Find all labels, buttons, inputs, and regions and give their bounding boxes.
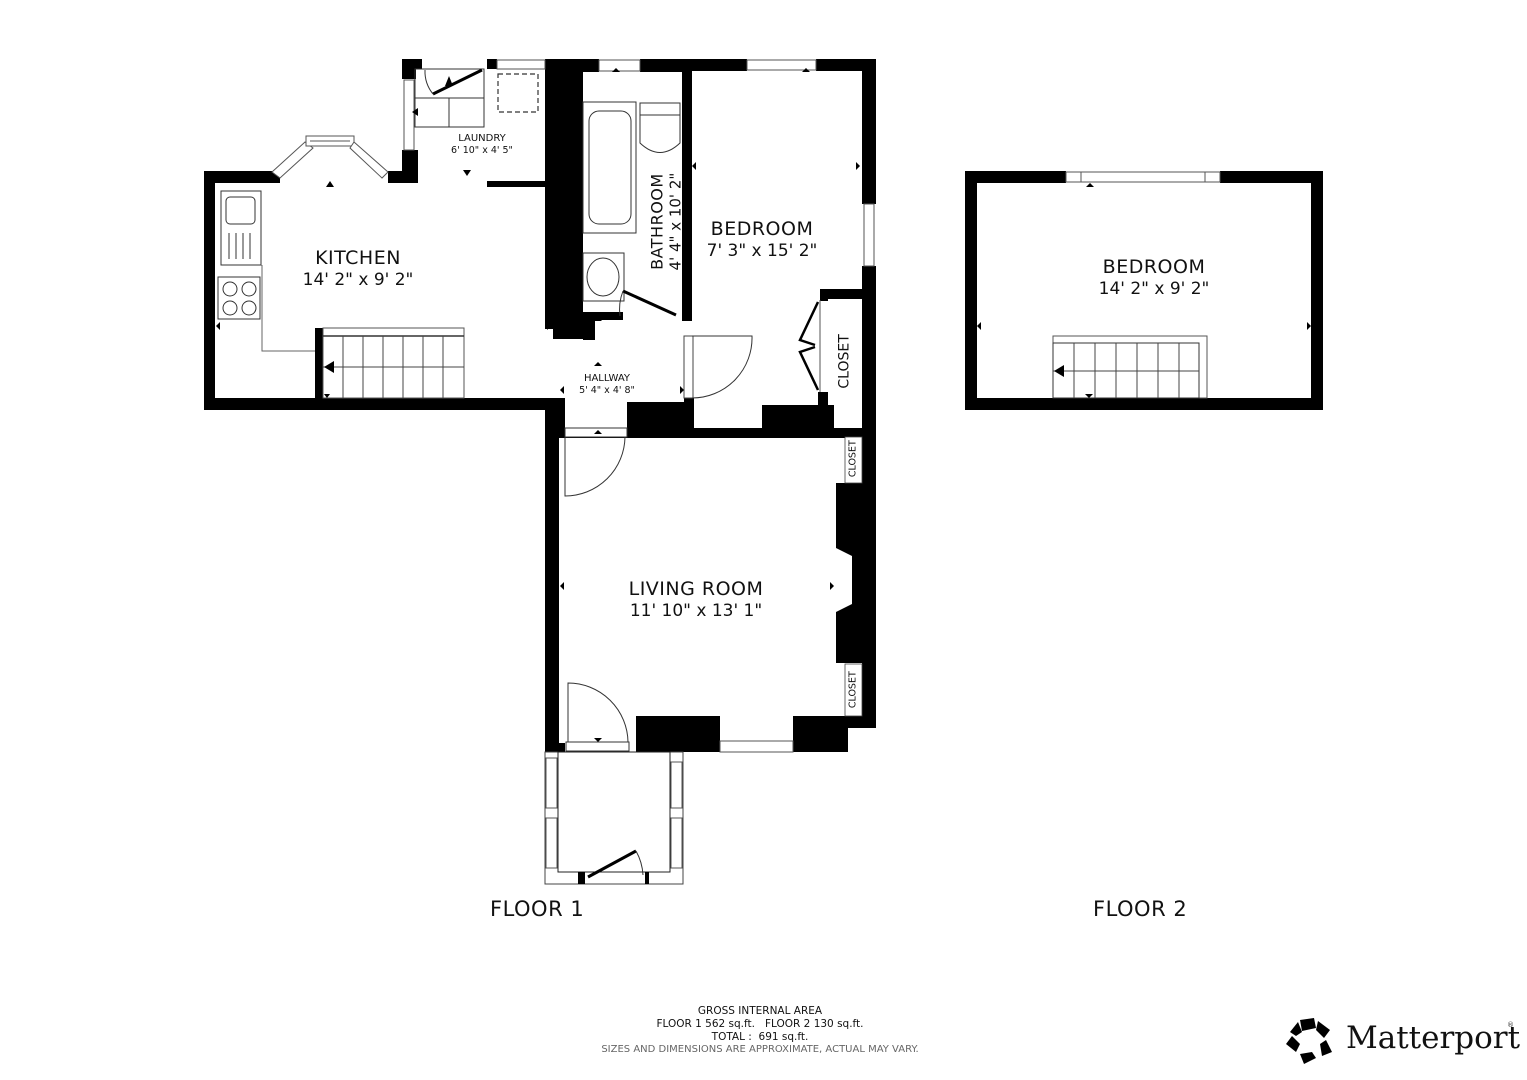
matterport-logo-icon — [1286, 1018, 1332, 1064]
kitchen-sink-icon — [220, 190, 262, 266]
central-wall — [553, 59, 595, 340]
room-dimensions: 14' 2" x 9' 2" — [302, 269, 414, 290]
dimension-markers — [216, 68, 860, 742]
area-title: GROSS INTERNAL AREA — [697, 1005, 823, 1017]
bathroom-label: BATHROOM 4' 4" x 10' 2" — [647, 157, 684, 287]
room-name: BEDROOM — [1102, 256, 1206, 278]
bedroom-2-window — [1065, 171, 1221, 183]
room-dimensions: 14' 2" x 9' 2" — [1098, 278, 1210, 299]
kitchen-label: KITCHEN 14' 2" x 9' 2" — [268, 247, 448, 290]
laundry-label: LAUNDRY 6' 10" x 4' 5" — [432, 133, 532, 156]
room-name: LIVING ROOM — [628, 578, 764, 600]
area-disclaimer: SIZES AND DIMENSIONS ARE APPROXIMATE, AC… — [601, 1044, 919, 1056]
bedroom-2-walls — [965, 171, 1323, 410]
room-dimensions: 11' 10" x 13' 1" — [629, 600, 763, 621]
porch — [544, 751, 684, 885]
living-room-label: LIVING ROOM 11' 10" x 13' 1" — [596, 578, 796, 621]
room-dimensions: 6' 10" x 4' 5" — [451, 145, 513, 156]
living-room-closet-top-label: CLOSET — [847, 440, 859, 478]
area-summary: GROSS INTERNAL AREA FLOOR 1 562 sq.ft. F… — [560, 1005, 960, 1057]
room-dimensions: 7' 3" x 15' 2" — [706, 240, 818, 261]
floor-2-title: FLOOR 2 — [1093, 897, 1188, 921]
kitchen-bay-window — [271, 135, 389, 179]
living-room-closet-top — [844, 436, 863, 484]
bedroom-1-closet — [828, 299, 862, 399]
living-room-closet-bottom — [844, 663, 863, 717]
bedroom-2-markers — [977, 183, 1311, 398]
bedroom-2-label: BEDROOM 14' 2" x 9' 2" — [1074, 256, 1234, 299]
floor-1-title: FLOOR 1 — [490, 897, 585, 921]
area-total: TOTAL : 691 sq.ft. — [711, 1031, 809, 1044]
bedroom-2-stairs-icon — [1052, 335, 1208, 399]
matterport-brand: Matterport ® — [1286, 1018, 1520, 1064]
floor-2-plan — [965, 171, 1323, 410]
room-name: BEDROOM — [710, 218, 814, 240]
room-dimensions: 5' 4" x 4' 8" — [579, 385, 635, 396]
living-room-window — [719, 740, 794, 753]
brand-name: Matterport — [1346, 1020, 1521, 1056]
living-room-door-bottom-icon — [565, 682, 630, 752]
bedroom-1-door-icon — [683, 335, 753, 399]
hallway-walls — [545, 398, 875, 438]
room-name: KITCHEN — [315, 247, 401, 269]
registered-mark: ® — [1507, 1021, 1514, 1029]
room-name: HALLWAY — [583, 373, 631, 384]
laundry-walls — [402, 59, 555, 189]
kitchen-stove-icon — [217, 276, 261, 320]
kitchen-stairs-icon — [315, 327, 465, 400]
laundry-fixtures-icon — [414, 68, 539, 128]
bathroom-fixtures-icon — [582, 101, 681, 317]
bathroom-walls — [583, 59, 692, 321]
living-room-closet-bottom-label: CLOSET — [847, 671, 859, 709]
bedroom-1-closet-doors-icon — [798, 300, 821, 392]
bedroom-1-windows — [746, 59, 875, 267]
room-dimensions: 4' 4" x 10' 2" — [666, 172, 685, 271]
bathroom-window — [598, 59, 641, 72]
hallway-label: HALLWAY 5' 4" x 4' 8" — [557, 373, 657, 396]
bedroom-closet-label: CLOSET — [836, 334, 853, 389]
room-name: LAUNDRY — [458, 133, 506, 144]
fireplace-icon — [836, 548, 852, 612]
living-room-door-top-icon — [564, 427, 628, 497]
kitchen-counter-line — [261, 265, 316, 352]
floor-1-plan — [204, 59, 876, 885]
laundry-windows — [403, 59, 546, 151]
room-name: BATHROOM — [647, 173, 667, 270]
area-floor-breakdown: FLOOR 1 562 sq.ft. FLOOR 2 130 sq.ft. — [656, 1018, 864, 1031]
bedroom-1-label: BEDROOM 7' 3" x 15' 2" — [688, 218, 836, 261]
